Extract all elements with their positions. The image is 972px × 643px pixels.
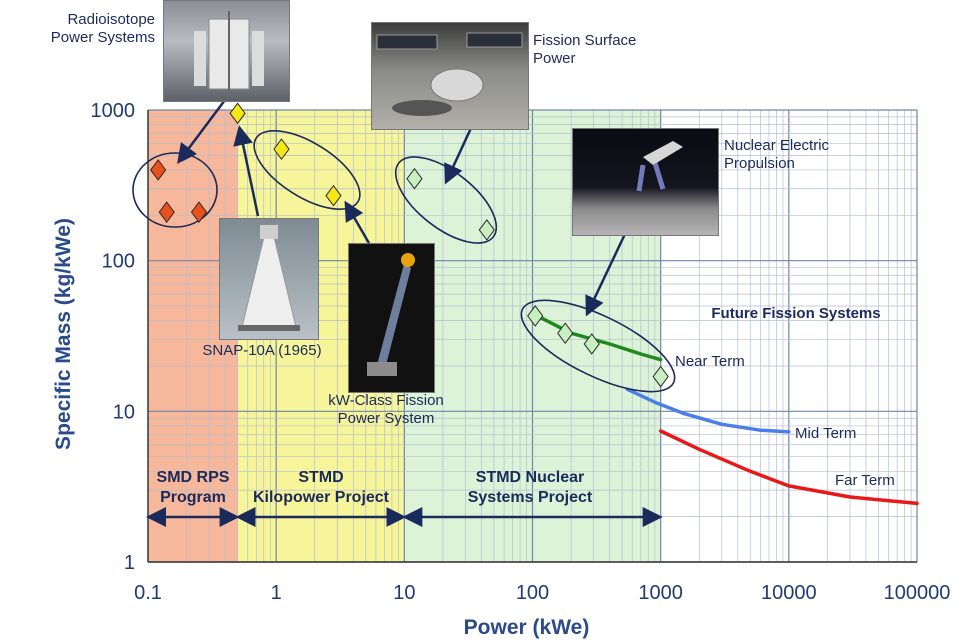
data-point xyxy=(406,167,423,190)
curve-far-term xyxy=(658,429,919,506)
data-point xyxy=(158,201,175,223)
x-tick-label: 10 xyxy=(393,582,415,604)
snap-pointer xyxy=(233,125,260,217)
x-axis-title: Power (kWe) xyxy=(464,616,590,639)
rps-group-ellipse xyxy=(132,152,218,228)
data-point xyxy=(557,322,574,345)
y-tick-label: 1 xyxy=(124,552,135,574)
near-term-label: Near Term xyxy=(675,353,745,370)
curve-mid-term xyxy=(625,387,791,434)
nep-pointer xyxy=(585,233,627,317)
y-axis-title: Specific Mass (kg/kWe) xyxy=(52,218,75,450)
data-point xyxy=(150,159,167,181)
data-point xyxy=(527,305,544,327)
data-point xyxy=(190,201,208,223)
x-tick-label: 1 xyxy=(271,582,282,604)
trend-curves xyxy=(538,315,919,506)
fsp-group-ellipse xyxy=(394,156,498,244)
y-tick-label: 100 xyxy=(102,251,135,273)
nep-photo-drawing xyxy=(636,141,683,192)
y-tick-label: 10 xyxy=(113,401,135,423)
data-point xyxy=(652,365,669,388)
mid-term-label: Mid Term xyxy=(795,425,856,442)
axes: 0.1 1 10 100 1000 10000 100000 1 10 100 1000Power … xyxy=(52,100,950,639)
fsp-pointer xyxy=(444,125,474,185)
far-term-label: Far Term xyxy=(835,472,895,489)
x-tick-label: 0.1 xyxy=(134,582,162,604)
x-tick-label: 10000 xyxy=(761,582,817,604)
data-point xyxy=(478,219,495,241)
snap-photo-drawing xyxy=(238,225,300,331)
curve-near-term xyxy=(538,315,663,362)
snap-10a-label: SNAP-10A (1965) xyxy=(202,342,321,359)
fission-surface-photo xyxy=(371,22,529,130)
pointer-arrows xyxy=(146,99,663,527)
data-point xyxy=(273,138,290,160)
x-tick-label: 100000 xyxy=(884,582,951,604)
rps-photo-drawing xyxy=(194,11,264,91)
x-tick-label: 1000 xyxy=(638,582,683,604)
kw-class-photo xyxy=(348,243,435,393)
group-ellipses xyxy=(132,130,676,393)
fsp-photo-drawing xyxy=(376,32,523,116)
rps-photo xyxy=(163,0,290,102)
kw-class-pointer xyxy=(344,200,372,246)
y-tick-label: 1000 xyxy=(91,100,136,122)
rps-pointer xyxy=(177,99,226,164)
kw-photo-drawing xyxy=(367,253,415,376)
data-points xyxy=(150,102,669,388)
nep-group-ellipse xyxy=(520,299,676,393)
x-tick-label: 100 xyxy=(516,582,549,604)
data-point xyxy=(583,333,600,355)
nep-photo xyxy=(572,128,719,236)
data-point xyxy=(325,184,342,207)
snap-10a-photo xyxy=(219,218,319,340)
data-point xyxy=(229,102,246,125)
future-fission-label: Future Fission Systems xyxy=(711,305,880,322)
